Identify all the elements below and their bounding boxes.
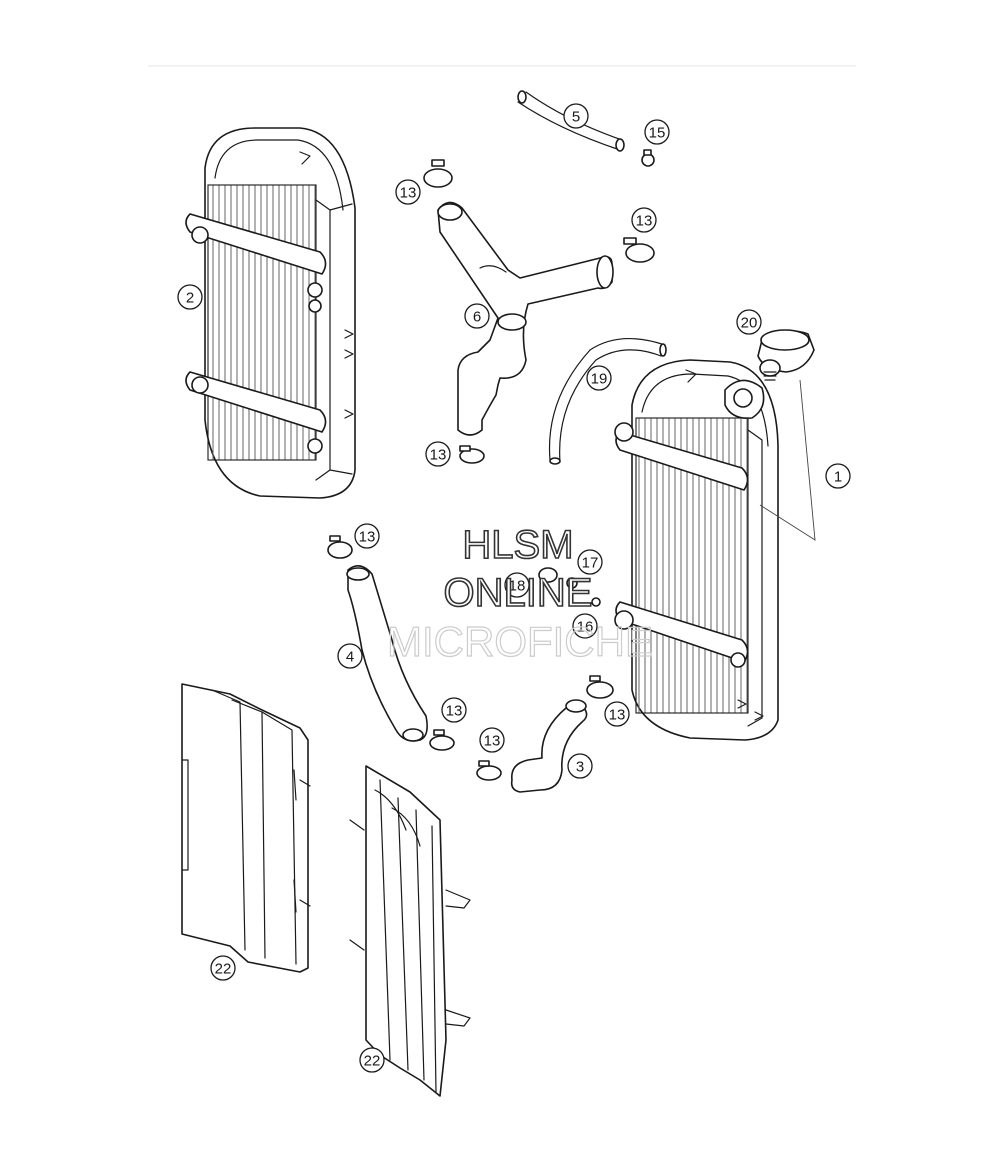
watermark-line3: MICROFICHE [387,618,653,665]
hose-clamp [476,760,502,781]
callout-13a: 13 [395,179,421,205]
callout-circle [395,179,421,205]
hose-clamps [327,149,655,781]
callout-label: 19 [591,371,608,388]
callout-label: 13 [359,529,376,546]
hose-clamp [586,675,614,699]
hose-clamp-small [641,149,655,167]
callout-label: 13 [430,447,447,464]
callout-layer: 1 2 3 4 5 6 13 13 13 13 13 13 13 15 16 17 18 19 20 22 22 [177,103,851,1073]
callout-label: 13 [636,213,653,230]
callout-label: 13 [609,707,626,724]
radiator-cap [757,329,815,381]
hose-3 [510,699,588,793]
callout-18: 18 [504,572,530,598]
callout-label: 22 [364,1053,381,1070]
callout-circle [604,701,630,727]
callout-16: 16 [572,613,598,639]
hose-clamp [459,445,485,464]
callout-label: 3 [576,759,584,776]
callout-13e: 13 [441,697,467,723]
hose-clamp [429,729,455,751]
radiator-guard-left [181,683,311,973]
callout-13c: 13 [425,441,451,467]
callout-label: 4 [346,649,354,666]
callout-circle [464,303,490,329]
callout-label: 13 [446,703,463,720]
callout-13f: 13 [479,727,505,753]
callout-19: 19 [586,365,612,391]
watermark-line1: HLSM [462,523,573,567]
callout-13d: 13 [354,523,380,549]
callout-label: 5 [572,109,580,126]
small-fittings [538,567,601,607]
callout-4: 4 [337,643,363,669]
callout-label: 22 [215,961,232,978]
watermark-line2: ONLINE [444,571,593,615]
callout-5: 5 [563,103,589,129]
callout-circle [359,1047,385,1073]
hose-19 [548,337,667,465]
callout-label: 20 [741,315,758,332]
callout-circle [354,523,380,549]
hose-clamp [423,159,453,188]
callout-1: 1 [825,463,851,489]
hose-4 [346,565,428,742]
callout-label: 1 [834,469,842,486]
callout-label: 15 [649,125,666,142]
callout-22b: 22 [359,1047,385,1073]
callout-22a: 22 [210,955,236,981]
callout-17: 17 [577,549,603,575]
callout-circle [504,572,530,598]
hose-clamp [623,237,655,263]
callout-6: 6 [464,303,490,329]
callout-20: 20 [736,309,762,335]
hose-clamp [327,535,353,559]
callout-circle [337,643,363,669]
callout-label: 17 [582,555,599,572]
callout-13b: 13 [631,207,657,233]
watermark: HLSM ONLINE MICROFICHE [386,522,653,665]
callout-label: 6 [473,309,481,326]
callout-circle [479,727,505,753]
callout-label: 16 [577,619,594,636]
callout-2: 2 [177,284,203,310]
callout-label: 2 [186,290,194,307]
callout-circle [567,753,593,779]
callout-label: 13 [400,185,417,202]
callout-15: 15 [644,119,670,145]
callout-13g: 13 [604,701,630,727]
callout-circle [631,207,657,233]
callout-label: 13 [484,733,501,750]
callout-circle [441,697,467,723]
right-radiator [614,359,816,741]
callout-circle [825,463,851,489]
callout-circle [644,119,670,145]
callout-circle [572,613,598,639]
callout-circle [577,549,603,575]
callout-circle [736,309,762,335]
hose-5 [517,90,625,152]
callout-circle [210,955,236,981]
radiator-guard-right [349,765,471,1097]
left-radiator [185,127,356,499]
hose-6 [437,201,614,436]
callout-circle [586,365,612,391]
callout-label: 18 [509,578,526,595]
callout-3: 3 [567,753,593,779]
callout-circle [563,103,589,129]
callout-circle [425,441,451,467]
callout-circle [177,284,203,310]
